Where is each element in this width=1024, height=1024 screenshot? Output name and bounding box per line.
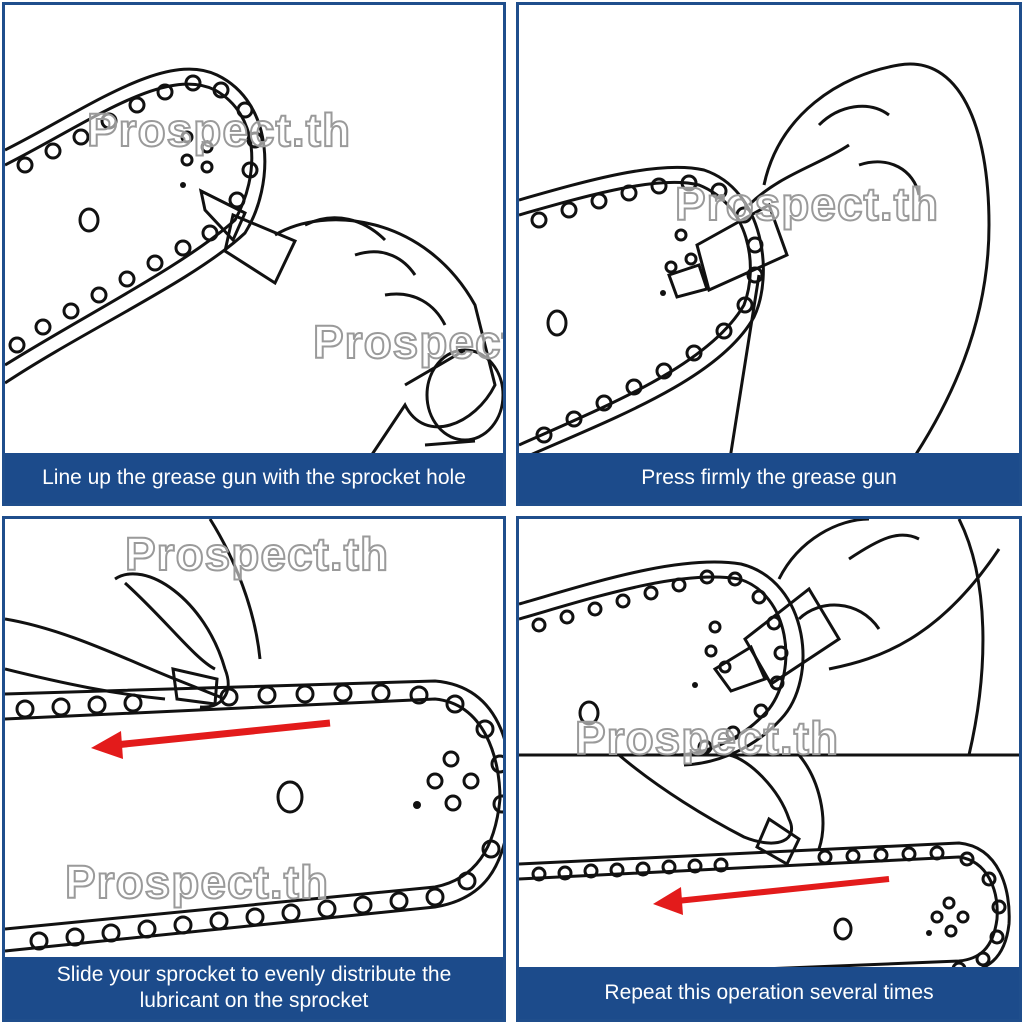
step-4-illustration [519,519,1019,995]
step-3-illustration [5,519,503,953]
step-3-caption: Slide your sprocket to evenly distribute… [5,957,503,1019]
direction-arrow [91,719,331,759]
step-2-panel: Prospect.th Prospect.th Press firmly the… [516,2,1022,506]
step-3-panel: Prospect.th Prospect.th Slide your sproc… [2,516,506,1022]
step-4-caption: Repeat this operation several times [519,967,1019,1019]
chain-links [531,569,789,755]
chain-links [15,683,503,951]
direction-arrow [653,876,890,915]
step-1-caption: Line up the grease gun with the sprocket… [5,453,503,503]
chain-links [530,174,764,444]
step-1-panel: Prospect.th Prospect.th Line up the grea… [2,2,506,506]
step-2-illustration [519,62,991,503]
step-2-caption: Press firmly the grease gun [519,453,1019,503]
chain-links-lower [531,845,1007,977]
step-1-illustration [5,67,503,503]
chain-links [8,74,264,354]
step-4-panel: Prospect.th Repeat this operation severa… [516,516,1022,1022]
